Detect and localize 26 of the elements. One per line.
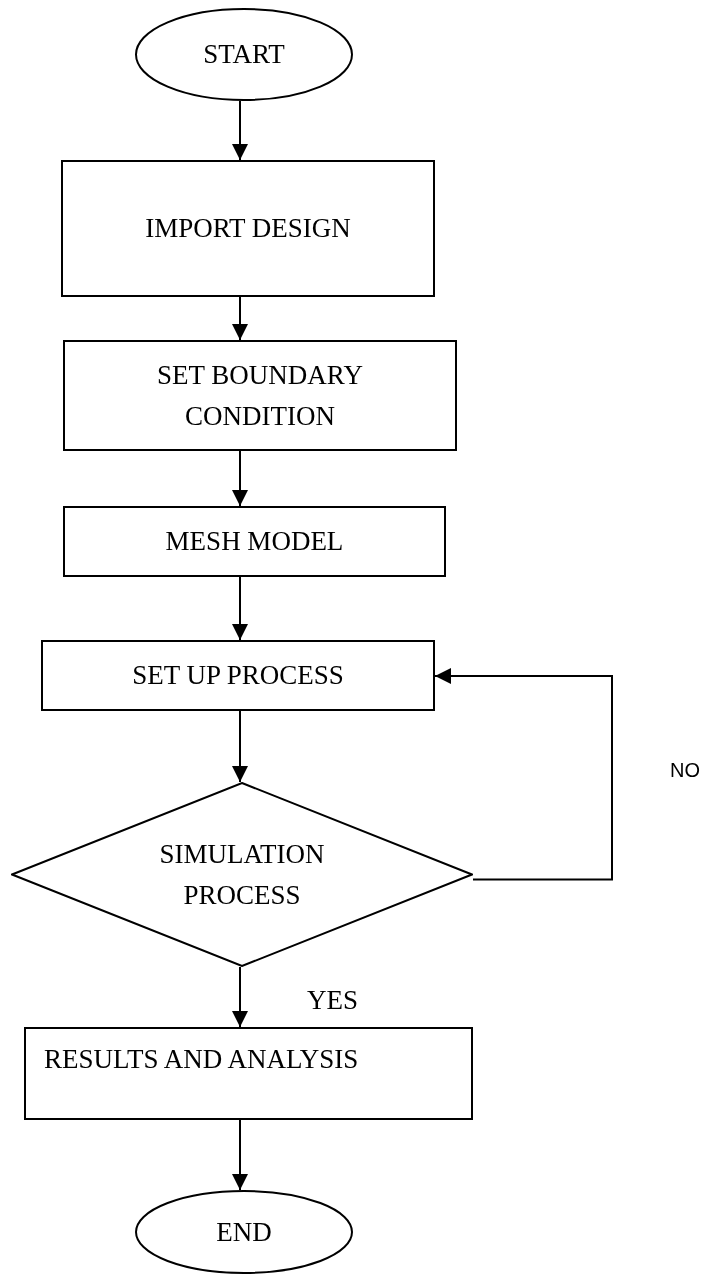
- process-box: [24, 1027, 473, 1120]
- node-label: END: [216, 1215, 272, 1249]
- arrow: [232, 576, 248, 641]
- process-box: [63, 340, 457, 451]
- edge-label: YES: [307, 984, 358, 1017]
- node-label: SIMULATION PROCESS: [158, 837, 326, 912]
- arrow: [232, 710, 248, 783]
- node-label: MESH MODEL: [165, 525, 344, 558]
- arrow: [232, 1119, 248, 1191]
- arrow: [434, 668, 613, 881]
- node-label: RESULTS AND ANALYSIS: [44, 1043, 359, 1076]
- start-terminal: [135, 8, 353, 101]
- process-box: [61, 160, 435, 297]
- node-label: IMPORT DESIGN: [145, 212, 351, 245]
- arrow: [232, 100, 248, 161]
- end-terminal: [135, 1190, 353, 1274]
- edge-label: NO: [670, 758, 700, 783]
- arrow: [232, 450, 248, 507]
- node-label: SET UP PROCESS: [132, 659, 344, 692]
- arrow: [232, 296, 248, 341]
- process-box: [41, 640, 435, 711]
- node-label: START: [203, 38, 285, 71]
- process-box: [63, 506, 446, 577]
- decision-diamond: [11, 782, 473, 967]
- node-label: SET BOUNDARY CONDITION: [156, 358, 364, 433]
- arrow: [232, 966, 248, 1028]
